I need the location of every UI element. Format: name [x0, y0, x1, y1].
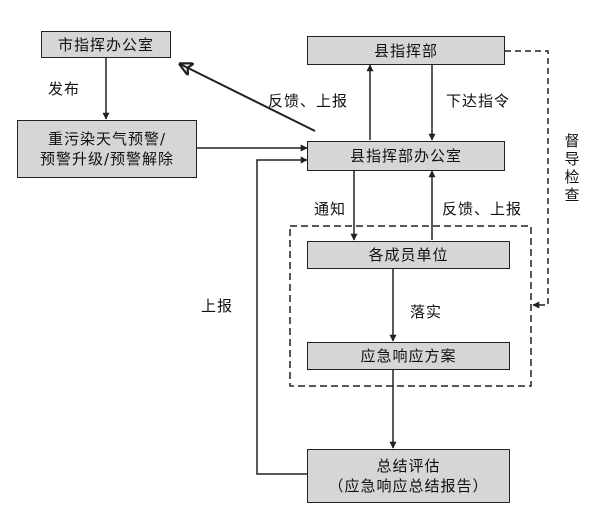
warning-label-line1: 重污染天气预警/ [47, 130, 167, 148]
county-hq-box: 县指挥部 [307, 36, 505, 65]
feedback-report-mid-label: 反馈、上报 [442, 200, 523, 218]
supervise-label: 督导检查 [564, 132, 580, 204]
publish-label: 发布 [48, 80, 81, 98]
notify-label: 通知 [314, 200, 347, 218]
report-label: 上报 [201, 297, 234, 315]
arrow-office-to-city [180, 64, 316, 132]
feedback-report-top-label: 反馈、上报 [268, 92, 349, 110]
county-office-label: 县指挥部办公室 [349, 147, 462, 165]
county-hq-label: 县指挥部 [373, 41, 438, 60]
arrow-supervise [505, 50, 549, 309]
county-office-box: 县指挥部办公室 [307, 141, 505, 171]
arrow-report-loop [256, 156, 308, 475]
warning-box: 重污染天气预警/ 预警升级/预警解除 [17, 120, 197, 178]
members-box: 各成员单位 [307, 241, 510, 269]
member-group-dashed-frame [289, 225, 532, 387]
issue-order-label: 下达指令 [446, 92, 511, 110]
city-office-label: 市指挥办公室 [57, 35, 154, 54]
summary-box: 总结评估 （应急响应总结报告） [307, 449, 510, 503]
plan-label: 应急响应方案 [360, 347, 457, 365]
summary-label-line2: （应急响应总结报告） [328, 477, 489, 495]
members-label: 各成员单位 [368, 246, 449, 264]
summary-label-line1: 总结评估 [376, 457, 441, 475]
plan-box: 应急响应方案 [307, 342, 510, 370]
warning-label-line2: 预警升级/预警解除 [39, 150, 175, 168]
implement-label: 落实 [410, 303, 443, 321]
city-office-box: 市指挥办公室 [41, 31, 171, 58]
